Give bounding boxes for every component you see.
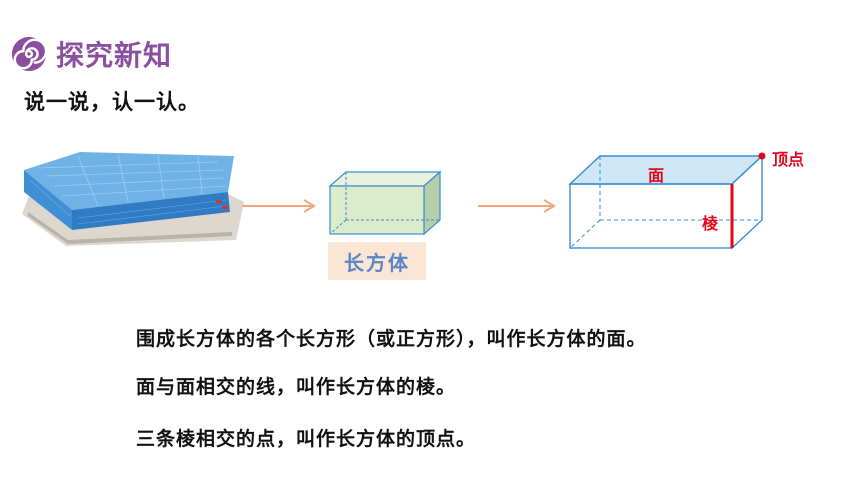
face-label: 面 <box>648 166 665 185</box>
section-header: 探究新知 <box>10 34 172 74</box>
header-title: 探究新知 <box>56 39 173 72</box>
cuboid-caption-box: 长方体 <box>328 242 426 280</box>
definition-edge: 面与面相交的线，叫作长方体的棱。 <box>136 376 457 398</box>
definition-vertex: 三条棱相交的点，叫作长方体的顶点。 <box>136 428 477 450</box>
definition-face: 围成长方体的各个长方形（或正方形），叫作长方体的面。 <box>136 328 647 350</box>
big-cuboid-diagram <box>568 152 766 250</box>
water-cube-pool-image <box>22 152 244 246</box>
small-cuboid-diagram <box>328 170 442 236</box>
edge-label: 棱 <box>702 214 719 233</box>
vertex-label: 顶点 <box>772 150 805 169</box>
instruction-text: 说一说，认一认。 <box>24 90 200 114</box>
arrow-right-icon <box>478 199 556 213</box>
cuboid-caption: 长方体 <box>344 250 410 275</box>
arrow-right-icon <box>242 199 316 213</box>
spiral-icon <box>11 36 48 72</box>
